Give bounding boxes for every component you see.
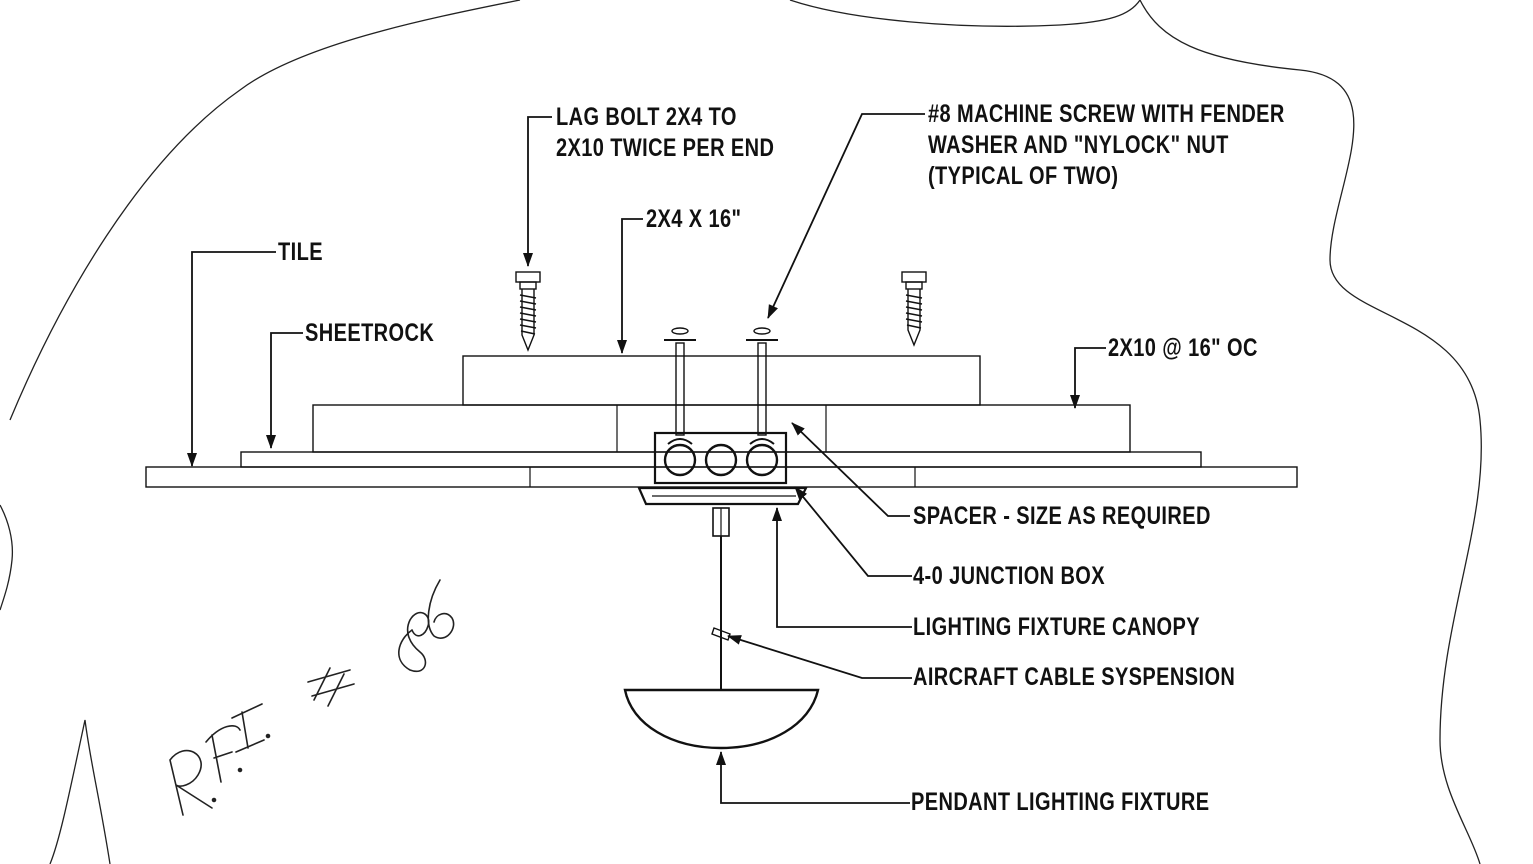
pendant-fixture-shade: [623, 688, 820, 750]
revision-cloud: [0, 0, 1482, 864]
label-junction-box: 4-0 JUNCTION BOX: [913, 562, 1105, 590]
blocking-2x4: [462, 355, 981, 406]
label-lag-bolt-line2: 2X10 TWICE PER END: [556, 134, 775, 162]
label-pendant: PENDANT LIGHTING FIXTURE: [911, 788, 1210, 816]
label-2x10: 2X10 @ 16" OC: [1108, 334, 1258, 362]
label-tile: TILE: [278, 238, 323, 266]
sheetrock-layer: [240, 451, 1202, 468]
lag-bolt-right: [901, 271, 927, 347]
label-sheetrock: SHEETROCK: [305, 319, 435, 347]
handwritten-rfi-note: [169, 579, 455, 816]
junction-box: [653, 431, 788, 485]
label-cable: AIRCRAFT CABLE SYSPENSION: [913, 663, 1236, 691]
machine-screw-left: [664, 327, 696, 436]
label-canopy: LIGHTING FIXTURE CANOPY: [913, 613, 1200, 641]
label-spacer: SPACER - SIZE AS REQUIRED: [913, 502, 1211, 530]
machine-screw-right: [746, 327, 778, 436]
label-2x4: 2X4 X 16": [646, 205, 742, 233]
label-machine-screw-line1: #8 MACHINE SCREW WITH FENDER: [928, 100, 1285, 128]
fixture-canopy: [637, 486, 808, 537]
label-machine-screw-line3: (TYPICAL OF TWO): [928, 162, 1119, 190]
leader-lines: [187, 113, 1106, 804]
label-lag-bolt-line1: LAG BOLT 2X4 TO: [556, 103, 737, 131]
aircraft-cable: [711, 536, 731, 690]
lag-bolt-left: [515, 271, 541, 352]
label-machine-screw-line2: WASHER AND "NYLOCK" NUT: [928, 131, 1229, 159]
